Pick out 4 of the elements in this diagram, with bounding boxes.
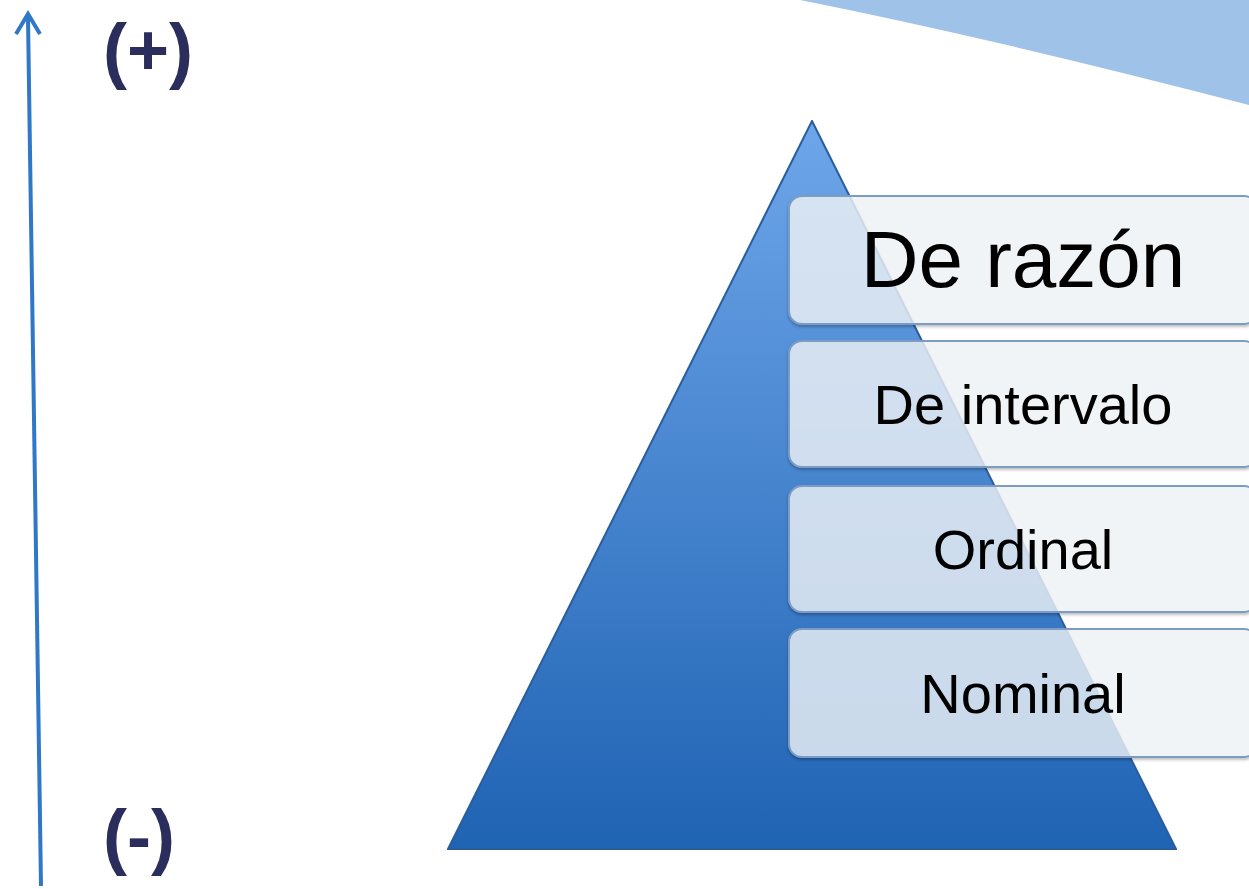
level-box: De razón (788, 195, 1249, 325)
level-box: Nominal (788, 628, 1249, 758)
level-box: De intervalo (788, 340, 1249, 468)
level-box: Ordinal (788, 485, 1249, 613)
